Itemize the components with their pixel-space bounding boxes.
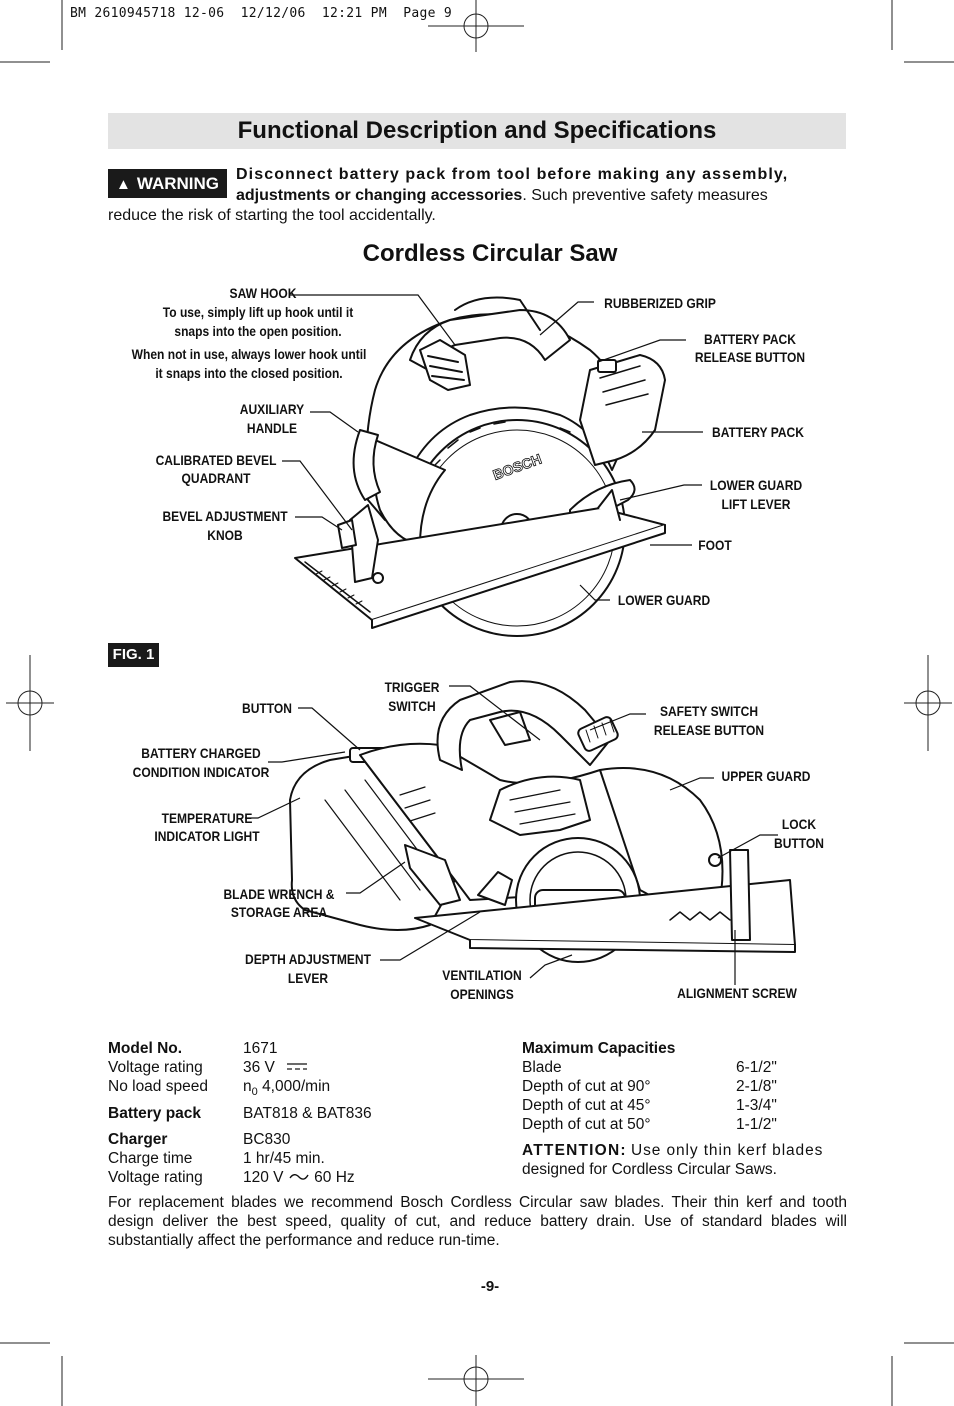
capacity-row-label: Depth of cut at 90° — [522, 1078, 651, 1095]
capacity-row-value: 1-3/4" — [736, 1097, 777, 1114]
dc-symbol-icon — [287, 1063, 308, 1070]
spec-speed-value: n0 4,000/min — [243, 1078, 331, 1099]
label-wrench-1: BLADE WRENCH & — [223, 886, 335, 902]
warning-triangle-icon: ▲ — [115, 176, 131, 193]
warning-bold-1: Disconnect battery pack from tool before… — [236, 166, 789, 183]
label-alignment-screw: ALIGNMENT SCREW — [677, 985, 797, 1001]
label-vent-1: VENTILATION — [442, 967, 522, 983]
warning-text: Disconnect battery pack from tool before… — [236, 164, 847, 206]
label-saw-hook-line4: it snaps into the closed position. — [155, 365, 343, 381]
spec-voltage-value: 36 V — [243, 1058, 308, 1077]
spec-model-value: 1671 — [243, 1040, 278, 1057]
capacity-row-value: 6-1/2" — [736, 1059, 777, 1076]
spec-speed-label: No load speed — [108, 1078, 208, 1095]
label-release-1: BATTERY PACK — [704, 331, 796, 347]
label-lock-1: LOCK — [781, 816, 817, 832]
warning-badge: ▲ WARNING — [108, 169, 227, 198]
spec-charge-time-label: Charge time — [108, 1150, 193, 1167]
capacity-row-label: Blade — [522, 1059, 562, 1076]
label-lift-lever-1: LOWER GUARD — [709, 477, 803, 493]
label-upper-guard: UPPER GUARD — [721, 768, 811, 784]
label-bevel-quadrant-2: QUADRANT — [181, 470, 251, 486]
label-auxiliary-1: AUXILIARY — [239, 401, 305, 417]
figure-badge: FIG. 1 — [108, 643, 159, 667]
capacity-row-label: Depth of cut at 45° — [522, 1097, 651, 1114]
spec-battery-label: Battery pack — [108, 1105, 202, 1122]
warning-badge-label: WARNING — [136, 174, 220, 193]
page-number: -9- — [480, 1278, 500, 1295]
ac-symbol-icon — [289, 1173, 309, 1180]
label-safety-2: RELEASE BUTTON — [653, 722, 765, 738]
capacity-row-label: Depth of cut at 50° — [522, 1116, 651, 1133]
label-saw-hook-line3: When not in use, always lower hook until — [131, 346, 367, 362]
label-trigger-1: TRIGGER — [384, 679, 440, 695]
label-charged-2: CONDITION INDICATOR — [132, 764, 270, 780]
page-title: Functional Description and Specification… — [237, 117, 717, 144]
label-lock-2: BUTTON — [774, 835, 824, 851]
title-bar — [108, 113, 846, 149]
warning-normal-1: . Such preventive safety measures — [522, 187, 768, 204]
spec-charger-voltage-value: 120 V 60 Hz — [243, 1169, 355, 1186]
diagram-title: Cordless Circular Saw — [362, 240, 618, 267]
label-depth-1: DEPTH ADJUSTMENT — [245, 951, 371, 967]
label-saw-hook: SAW HOOK — [229, 285, 297, 301]
label-trigger-2: SWITCH — [388, 698, 436, 714]
label-wrench-2: STORAGE AREA — [230, 904, 328, 920]
label-bevel-knob-1: BEVEL ADJUSTMENT — [162, 508, 288, 524]
spec-charge-time-value: 1 hr/45 min. — [243, 1150, 325, 1167]
label-lower-guard: LOWER GUARD — [617, 592, 711, 608]
label-rubberized-grip: RUBBERIZED GRIP — [604, 295, 716, 311]
capacity-row-value: 2-1/8" — [736, 1078, 777, 1095]
spec-charger-value: BC830 — [243, 1131, 291, 1148]
label-vent-2: OPENINGS — [450, 986, 514, 1002]
attention-note-continued: designed for Cordless Circular Saws. — [522, 1161, 777, 1178]
label-depth-2: LEVER — [287, 970, 329, 986]
label-saw-hook-line1: To use, simply lift up hook until it — [162, 304, 354, 320]
label-release-2: RELEASE BUTTON — [694, 349, 806, 365]
warning-text-continued: reduce the risk of starting the tool acc… — [108, 207, 436, 224]
spec-voltage-label: Voltage rating — [108, 1059, 203, 1076]
saw-diagram-bottom — [245, 680, 796, 985]
label-bevel-quadrant-1: CALIBRATED BEVEL — [155, 452, 277, 468]
label-foot: FOOT — [698, 537, 732, 553]
attention-note: ATTENTION: Use only thin kerf blades — [522, 1142, 824, 1159]
print-slug: BM 2610945718 12-06 12/12/06 12:21 PM Pa… — [70, 6, 452, 21]
label-saw-hook-line2: snaps into the open position. — [174, 323, 342, 339]
label-button: BUTTON — [242, 700, 292, 716]
label-auxiliary-2: HANDLE — [246, 420, 298, 436]
saw-diagram-top: BOSCH — [282, 294, 703, 637]
capacity-row-value: 1-1/2" — [736, 1116, 777, 1133]
label-bevel-knob-2: KNOB — [207, 527, 243, 543]
label-temperature-2: INDICATOR LIGHT — [154, 828, 260, 844]
spec-charger-label: Charger — [108, 1131, 168, 1148]
label-battery-pack: BATTERY PACK — [712, 424, 804, 440]
spec-battery-value: BAT818 & BAT836 — [243, 1105, 372, 1122]
warning-bold-2: adjustments or changing accessories — [236, 187, 523, 204]
replacement-blades-paragraph: For replacement blades we recommend Bosc… — [108, 1194, 847, 1249]
spec-charger-voltage-label: Voltage rating — [108, 1169, 203, 1186]
label-charged-1: BATTERY CHARGED — [141, 745, 261, 761]
label-temperature-1: TEMPERATURE — [161, 810, 253, 826]
label-safety-1: SAFETY SWITCH — [659, 703, 759, 719]
label-lift-lever-2: LIFT LEVER — [721, 496, 791, 512]
capacities-heading: Maximum Capacities — [522, 1040, 676, 1057]
spec-model-label: Model No. — [108, 1040, 183, 1057]
